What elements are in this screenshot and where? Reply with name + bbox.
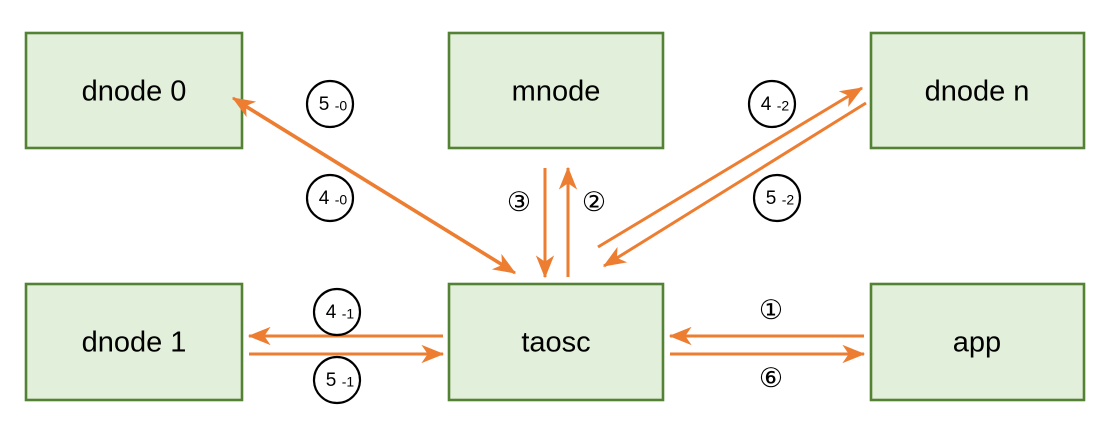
node-dnode0[interactable]: dnode 0 (24, 31, 244, 150)
badge-label-sub: -2 (782, 192, 795, 208)
badge-5-1: 5 -1 (312, 355, 362, 405)
badge-ring (305, 173, 355, 223)
badge-5-0: 5 -0 (305, 79, 355, 129)
badge-label-main: 5 (326, 370, 337, 391)
node-dnode1[interactable]: dnode 1 (24, 282, 244, 402)
badge-label-main: 4 (319, 188, 330, 209)
badge-ring (312, 355, 362, 405)
badge-label-sub: -1 (342, 306, 355, 322)
node-label-dnode1: dnode 1 (82, 327, 187, 359)
badge-4-1: 4 -1 (312, 287, 362, 337)
edge-arrow-5-2 (602, 101, 867, 268)
badge-ring (747, 79, 797, 129)
badge-2: ② (582, 187, 606, 217)
badge-label-main: ① (759, 295, 783, 325)
badge-label-main: 5 (766, 188, 777, 209)
badge-label-main: ③ (507, 187, 531, 217)
badge-label-sub: -0 (335, 192, 348, 208)
node-label-dnode0: dnode 0 (82, 76, 187, 108)
badge-5-2: 5 -2 (752, 173, 802, 223)
badge-ring (312, 287, 362, 337)
node-app[interactable]: app (869, 282, 1086, 402)
badge-label-main: ② (582, 187, 606, 217)
badge-1: ① (759, 295, 783, 325)
badge-6: ⑥ (759, 363, 783, 393)
badge-label-sub: -0 (335, 98, 348, 114)
badge-label-main: ⑥ (759, 363, 783, 393)
node-box (869, 31, 1086, 150)
node-box (24, 31, 244, 150)
badge-ring (305, 79, 355, 129)
badge-label-sub: -1 (342, 374, 355, 390)
badge-4-2: 4 -2 (747, 79, 797, 129)
node-box (447, 31, 665, 150)
badge-label-sub: -2 (777, 98, 790, 114)
node-label-app: app (953, 327, 1001, 359)
badge-label-main: 4 (761, 94, 772, 115)
node-box (447, 282, 665, 402)
node-box (24, 282, 244, 402)
badge-4-0: 4 -0 (305, 173, 355, 223)
badge-label-main: 4 (326, 302, 337, 323)
node-label-dnoden: dnode n (925, 76, 1030, 108)
edge-arrow-4-0 (242, 103, 517, 275)
badge-ring (752, 173, 802, 223)
node-dnoden[interactable]: dnode n (869, 31, 1086, 150)
node-label-mnode: mnode (512, 76, 601, 108)
node-taosc[interactable]: taosc (447, 282, 665, 402)
node-label-taosc: taosc (521, 327, 590, 359)
node-box (869, 282, 1086, 402)
badge-label-main: 5 (319, 94, 330, 115)
node-mnode[interactable]: mnode (447, 31, 665, 150)
badge-3: ③ (507, 187, 531, 217)
edge-arrow-4-2 (597, 86, 864, 249)
